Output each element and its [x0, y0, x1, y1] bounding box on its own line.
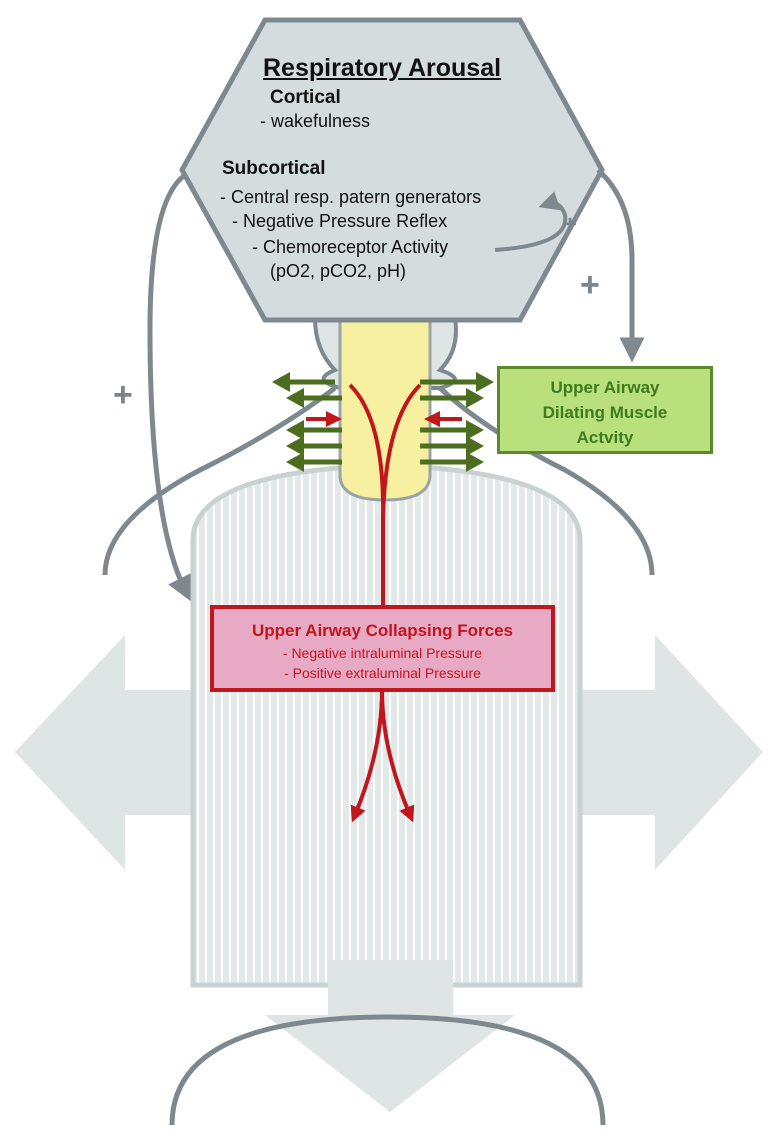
- dilating-line-2: Dilating Muscle: [542, 403, 668, 422]
- collapsing-title: Upper Airway Collapsing Forces: [251, 621, 514, 640]
- left-feedback-arrow: [147, 172, 191, 602]
- subcortical-item-2: - Negative Pressure Reflex: [232, 211, 448, 231]
- green-arrow-row-3: [286, 420, 484, 440]
- left-big-arrow: [15, 635, 210, 870]
- dilating-line-1: Upper Airway: [550, 378, 660, 397]
- plus-sign-loop: +: [563, 211, 578, 238]
- plus-sign-left: +: [113, 376, 133, 414]
- right-big-arrow: [570, 635, 763, 870]
- neck-outline-left: [102, 386, 337, 576]
- cortical-item: - wakefulness: [260, 111, 371, 131]
- cortical-heading: Cortical: [270, 87, 341, 108]
- arousal-title: Respiratory Arousal: [263, 54, 502, 82]
- dilating-muscle-box: Upper Airway Dilating Muscle Actvity: [497, 366, 713, 454]
- collapsing-forces-box: Upper Airway Collapsing Forces - Negativ…: [210, 605, 555, 692]
- green-arrow-row-1: [272, 372, 494, 392]
- green-arrow-row-4: [286, 436, 484, 456]
- collapsing-item-2: - Positive extraluminal Pressure: [284, 665, 481, 681]
- green-arrow-row-5: [286, 452, 484, 472]
- dilating-line-3: Actvity: [576, 428, 634, 447]
- green-arrow-row-2: [286, 388, 484, 408]
- subcortical-heading: Subcortical: [222, 158, 326, 179]
- dilating-force-arrows: [272, 372, 494, 472]
- thorax-body: [190, 462, 583, 988]
- lateral-expansion-arrows: [15, 635, 763, 870]
- subcortical-item-3: - Chemoreceptor Activity: [252, 237, 449, 257]
- diaphragm-arc: [169, 1014, 606, 1126]
- subcortical-item-4: (pO2, pCO2, pH): [270, 261, 407, 281]
- arousal-hexagon: [179, 17, 605, 323]
- bottom-big-arrow: [265, 1015, 515, 1112]
- collapsing-item-1: - Negative intraluminal Pressure: [282, 645, 483, 661]
- airflow-lines: [348, 383, 422, 823]
- plus-sign-right: +: [580, 266, 600, 304]
- subcortical-item-1: - Central resp. patern generators: [220, 187, 482, 207]
- neck-outline-right: [438, 386, 655, 576]
- chemoreceptor-loop-arrow: [494, 191, 568, 252]
- collapsing-inward-arrows: [306, 411, 462, 427]
- right-feedback-arrow: [596, 168, 645, 363]
